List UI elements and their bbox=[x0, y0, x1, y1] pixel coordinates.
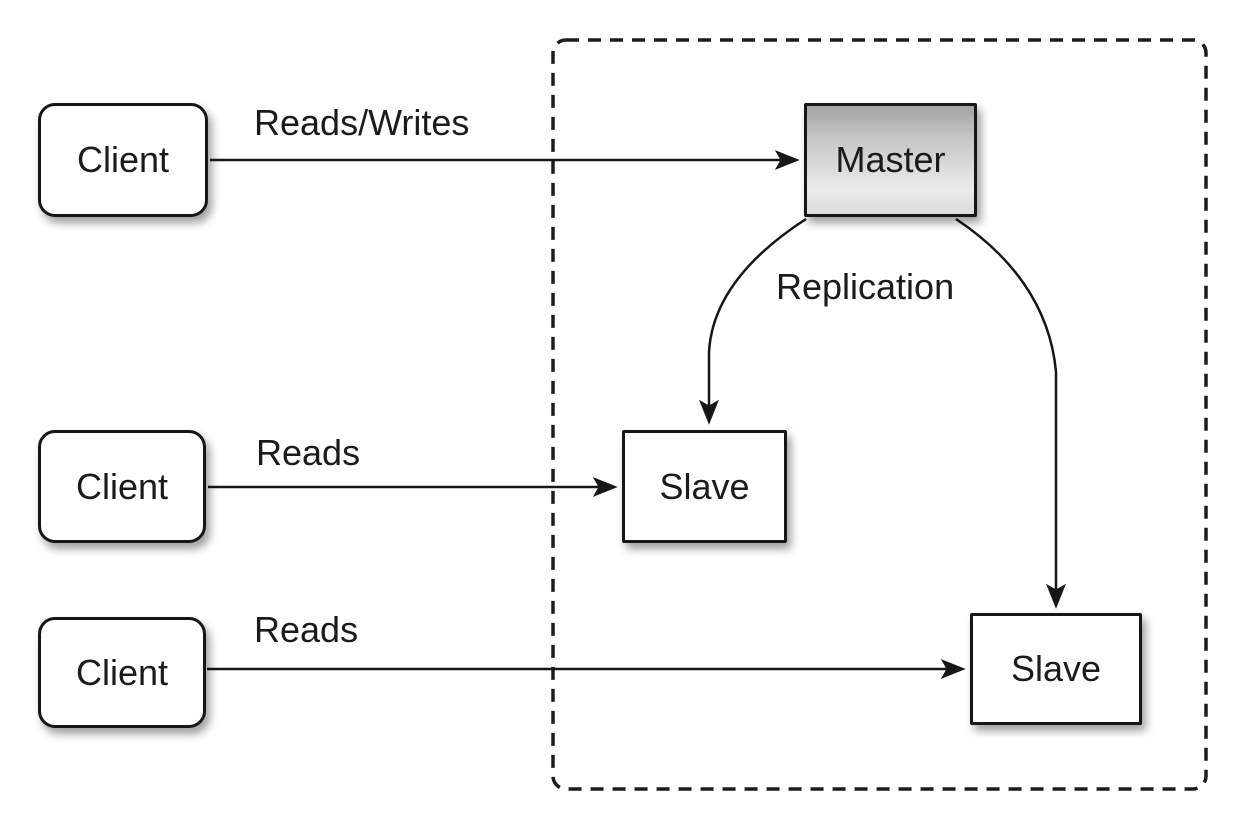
node-client-3: Client bbox=[38, 617, 206, 728]
edge-label-replication: Replication bbox=[776, 266, 955, 307]
arrow-replication-master-to-slave1 bbox=[699, 217, 807, 425]
node-master: Master bbox=[804, 103, 977, 217]
node-client-2: Client bbox=[38, 430, 206, 543]
edge-label-reads-writes: Reads/Writes bbox=[254, 102, 470, 143]
node-slave-1: Slave bbox=[622, 430, 787, 543]
node-client-1: Client bbox=[38, 103, 208, 217]
edge-label-reads-client2: Reads bbox=[256, 432, 361, 473]
arrow-replication-master-to-slave2 bbox=[955, 217, 1066, 609]
replication-boundary-dashed-box bbox=[551, 38, 1208, 791]
node-client-1-label: Client bbox=[76, 139, 170, 180]
edge-label-reads-client3: Reads bbox=[254, 609, 359, 650]
node-slave-2-label: Slave bbox=[1010, 648, 1102, 689]
node-master-label: Master bbox=[835, 139, 946, 180]
node-slave-2: Slave bbox=[970, 613, 1142, 725]
node-client-2-label: Client bbox=[75, 465, 169, 507]
node-slave-1-label: Slave bbox=[659, 465, 750, 507]
node-client-3-label: Client bbox=[75, 651, 169, 693]
